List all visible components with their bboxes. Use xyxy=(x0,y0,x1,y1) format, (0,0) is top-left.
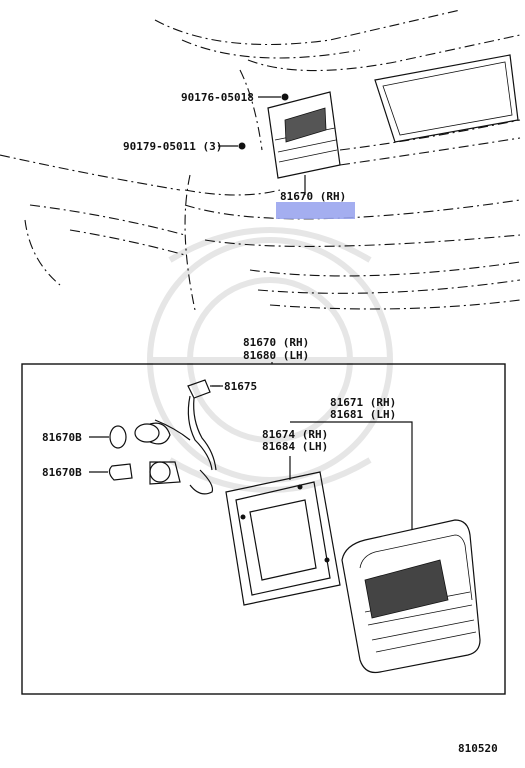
callout-81680-assy[interactable]: 81680 (LH) xyxy=(243,349,309,362)
watermark-emblem xyxy=(147,227,393,493)
callout-90179[interactable]: 90179-05011 (3) xyxy=(123,140,222,153)
highlight-box xyxy=(276,202,355,219)
callout-81684[interactable]: 81684 (LH) xyxy=(262,440,328,453)
callout-81674[interactable]: 81674 (RH) xyxy=(262,428,328,441)
callout-81670-top[interactable]: 81670 (RH) xyxy=(280,190,346,203)
exploded-view-frame xyxy=(21,363,506,695)
callout-81670-assy[interactable]: 81670 (RH) xyxy=(243,336,309,349)
figure-number: 810520 xyxy=(458,742,498,755)
exploded-parts xyxy=(89,379,481,674)
callout-81670b-b[interactable]: 81670B xyxy=(42,466,82,479)
callout-81670b-a[interactable]: 81670B xyxy=(42,431,82,444)
callout-81681[interactable]: 81681 (LH) xyxy=(330,408,396,421)
callout-81675[interactable]: 81675 xyxy=(224,380,257,393)
callout-90176[interactable]: 90176-05018 xyxy=(181,91,254,104)
vehicle-rear-illustration xyxy=(0,9,521,311)
callout-81671[interactable]: 81671 (RH) xyxy=(330,396,396,409)
